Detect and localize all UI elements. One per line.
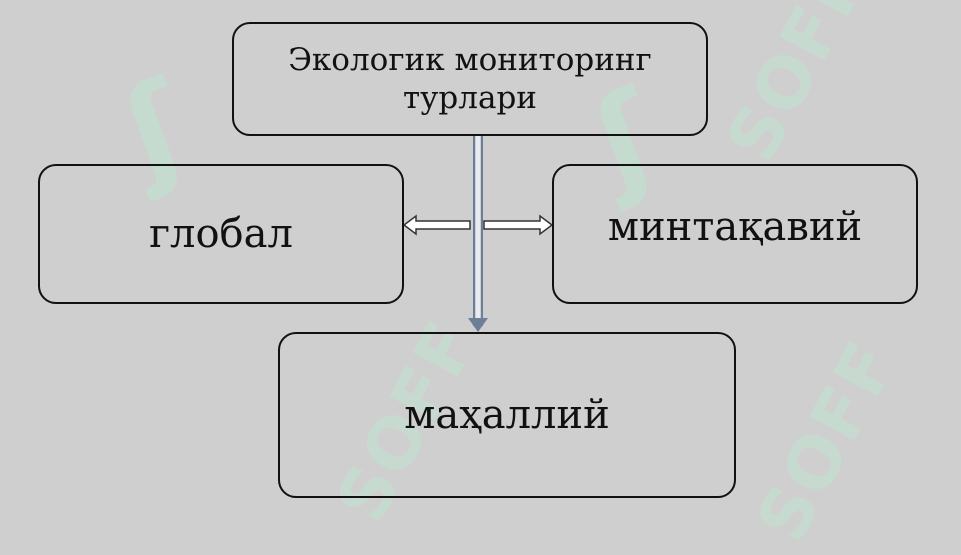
- node-regional-label: минтақавий: [607, 204, 863, 250]
- diagram-canvas: ʃ ʃ SOFF SOFF SOFF Экологик мониторинг т…: [38, 0, 918, 555]
- node-global: глобал: [38, 164, 404, 304]
- node-local-label: маҳаллий: [404, 392, 610, 438]
- left-arrow: [402, 214, 471, 236]
- down-arrow-head: [468, 318, 488, 332]
- node-global-label: глобал: [149, 211, 293, 257]
- node-regional: минтақавий: [552, 164, 918, 304]
- connector-layer: [402, 136, 554, 332]
- root-node: Экологик мониторинг турлари: [232, 22, 708, 136]
- right-arrow: [483, 214, 554, 236]
- node-local: маҳаллий: [278, 332, 736, 498]
- root-node-label: Экологик мониторинг турлари: [288, 42, 652, 116]
